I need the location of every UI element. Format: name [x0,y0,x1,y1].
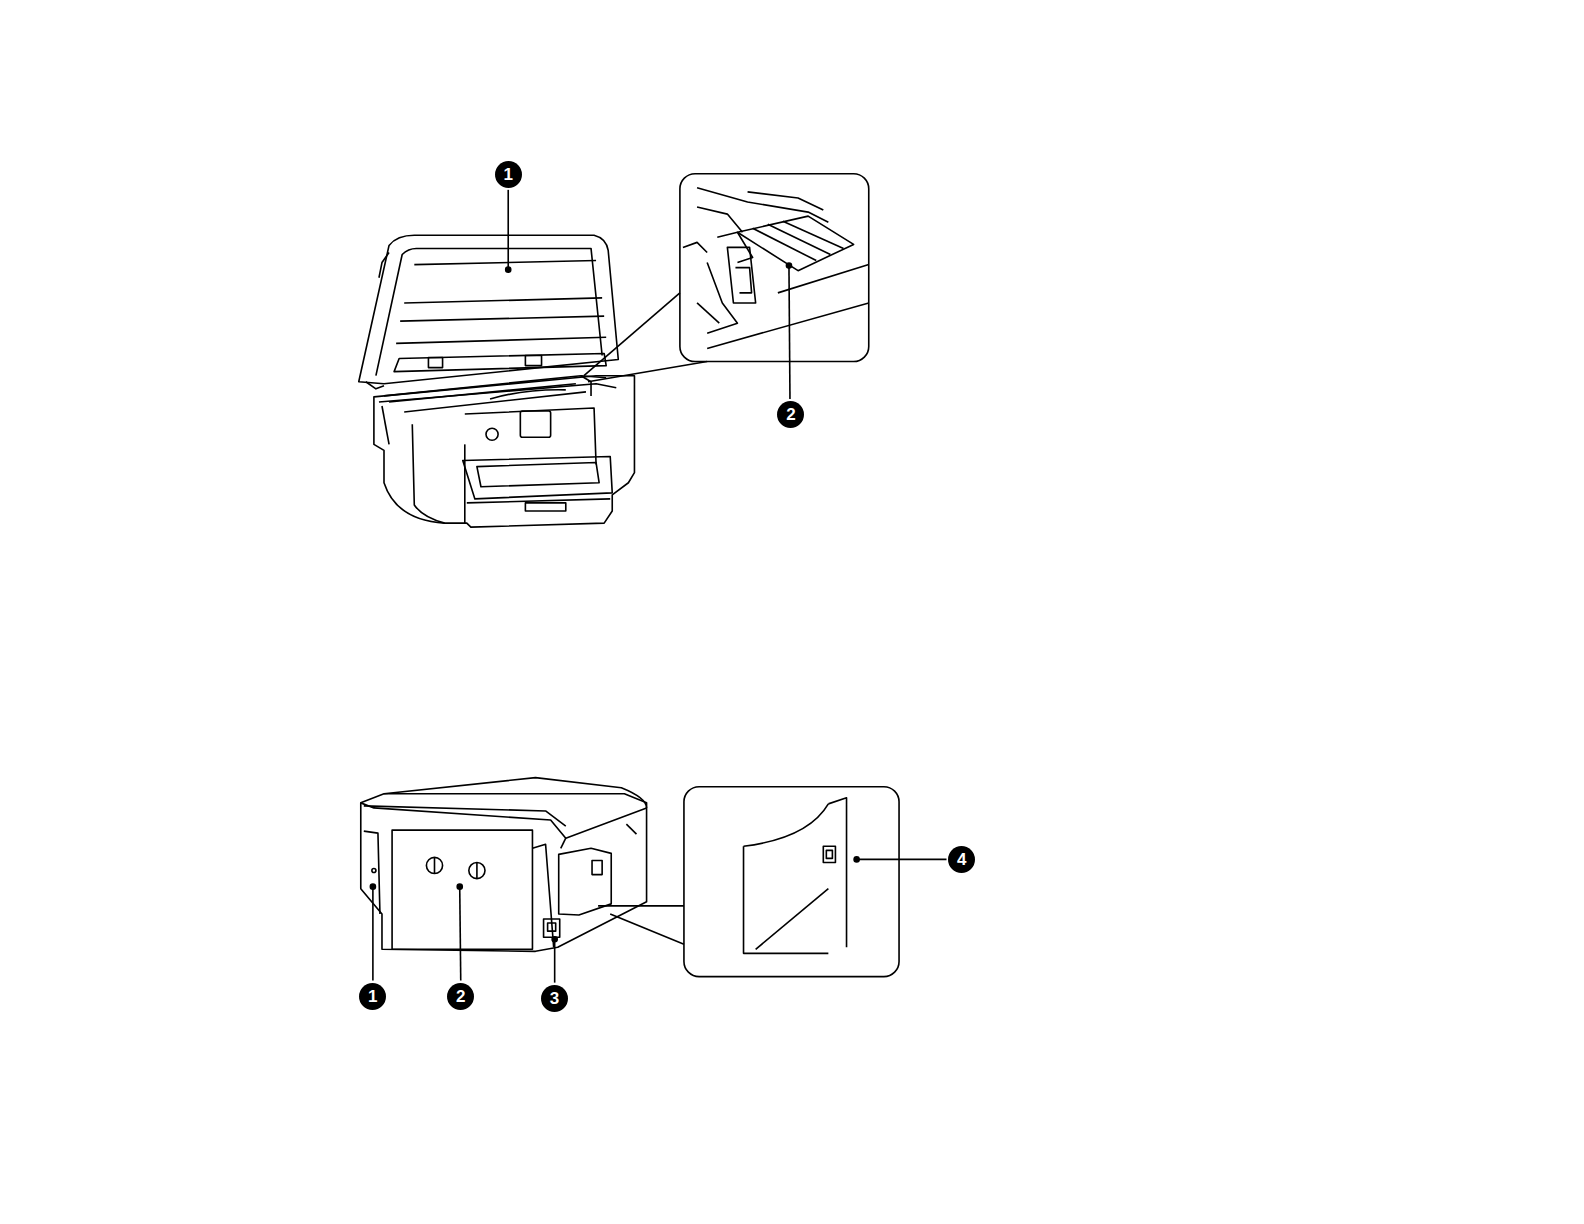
callout-number: 2 [447,983,474,1010]
callout-number: 4 [948,846,975,873]
callout-number: 2 [777,401,804,428]
callout-number: 1 [495,161,522,188]
callout-number: 3 [541,985,568,1012]
callout-number: 1 [359,983,386,1010]
